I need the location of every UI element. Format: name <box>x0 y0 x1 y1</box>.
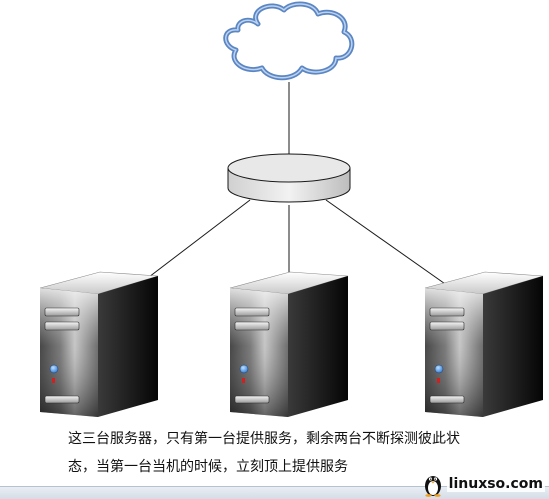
caption-line-2: 态，当第一台当机的时候，立刻顶上提供服务 <box>68 459 348 475</box>
window-bottom-bar <box>0 486 549 499</box>
caption-line-1: 这三台服务器，只有第一台提供服务，剩余两台不断探测彼此状 <box>68 431 460 447</box>
server-1-icon <box>39 271 159 417</box>
watermark: linuxso.com <box>422 470 545 498</box>
network-switch-icon <box>227 153 351 203</box>
cloud-icon <box>223 1 355 81</box>
watermark-text: linuxso.com <box>446 476 545 492</box>
server-2-icon <box>229 271 349 417</box>
penguin-icon <box>424 476 441 497</box>
switch-to-server-3-line <box>325 199 459 294</box>
server-3-icon <box>424 271 544 417</box>
